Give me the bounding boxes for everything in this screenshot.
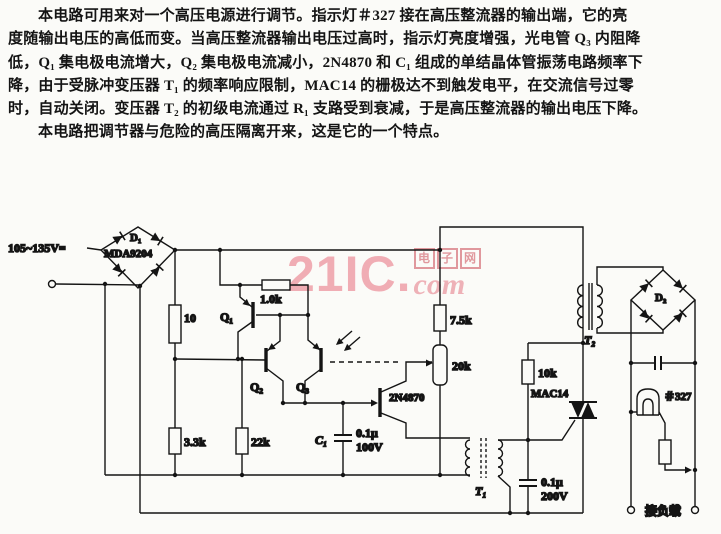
paragraph-line: 本电路把调节器与危险的高压隔离开来，这是它的一个特点。: [38, 124, 449, 141]
resistor-20k-label: 20k: [452, 359, 471, 373]
transistor-q1-stage: 1.0k Q₁: [174, 250, 311, 362]
load-terminal: [690, 505, 700, 515]
resistor-r1: [658, 411, 698, 475]
hv-output: ＃327 接负载: [626, 300, 700, 519]
indicator-lamp-327: ＃327: [628, 388, 693, 416]
q3-label: Q₃: [296, 380, 309, 394]
dc-rails: [105, 226, 584, 514]
phototransistor-q3: Q₃: [295, 315, 400, 406]
d2-label: D₂: [655, 292, 667, 304]
resistor-1k: [261, 279, 291, 291]
ac-terminal: [47, 279, 57, 289]
potentiometer-20k: 20k: [432, 331, 472, 478]
resistor-22k-label: 22k: [251, 435, 270, 449]
ujt-2n4870: 2N4870: [283, 358, 470, 439]
resistor-7k5-label: 7.5k: [450, 313, 472, 327]
description-paragraph: 本电路可用来对一个高压电源进行调节。指示灯＃327 接在高压整流器的输出端，它的…: [8, 5, 716, 145]
c2-value: 0.1μ: [541, 475, 563, 489]
c1-label: C₁: [315, 433, 327, 447]
load-label: 接负载: [645, 503, 681, 518]
t2-label: T₂: [584, 333, 596, 347]
c1-voltage: 100V: [356, 440, 383, 454]
resistor-3k3: 3.3k: [168, 356, 207, 478]
capacitor-c2: 0.1μ 200V: [519, 474, 569, 516]
ujt-label: 2N4870: [389, 392, 425, 404]
paragraph-line: 低，Q₁ 集电极电流增大，Q₂ 集电极电流减小，2N4870 和 C₁ 组成的单…: [8, 54, 643, 71]
bridge-rectifier-d2: D₂: [629, 269, 697, 331]
paragraph-line: 时，自动关闭。变压器 T₂ 的初级电流通过 R₁ 支路受到衰减，于是高压整流器的…: [8, 101, 648, 118]
circuit-schematic: 105~135V= D₁ MDA9204: [7, 226, 700, 519]
paragraph-line: 度随输出电压的高低而变。当高压整流器输出电压过高时，指示灯亮度增强，光电管 Q₃…: [8, 31, 641, 48]
c2-voltage: 200V: [541, 489, 568, 503]
t1-label: T₁: [475, 484, 487, 498]
bridge-rectifier-d1: D₁ MDA9204: [99, 226, 177, 290]
resistor-10: 10: [168, 250, 197, 359]
q2-label: Q₂: [250, 380, 263, 394]
triac-label: MAC14: [531, 388, 569, 400]
resistor-1k-label: 1.0k: [260, 292, 282, 306]
pulse-transformer-t1: T₁: [464, 419, 576, 516]
c1-value: 0.1μ: [356, 426, 378, 440]
light-arrows-icon: [333, 330, 361, 355]
q1-label: Q₁: [220, 310, 233, 324]
resistor-3k3-label: 3.3k: [184, 435, 206, 449]
resistor-22k: 22k: [235, 356, 271, 478]
resistor-10k-label: 10k: [538, 366, 557, 380]
paragraph-line: 本电路可用来对一个高压电源进行调节。指示灯＃327 接在高压整流器的输出端，它的…: [38, 8, 628, 24]
transformer-t2: T₂: [577, 266, 664, 348]
capacitor-c1: C₁ 0.1μ 100V: [314, 400, 384, 478]
resistor-7k5: 7.5k: [433, 250, 473, 332]
resistor-10k: 10k: [521, 340, 586, 480]
paragraph-line: 降，由于受脉冲变压器 T₁ 的频率响应限制，MAC14 的栅极达不到触发电平，在…: [8, 77, 634, 94]
lamp-label: ＃327: [664, 390, 692, 403]
load-terminal: [626, 505, 636, 515]
resistor-10-label: 10: [184, 311, 196, 325]
ac-input-label: 105~135V=: [8, 241, 66, 255]
transistor-q2: Q₂: [249, 315, 286, 406]
d1-label: D₁: [130, 232, 141, 244]
triac-mac14: MAC14: [530, 285, 597, 513]
d1-part-label: MDA9204: [104, 248, 153, 260]
ac-input: 105~135V=: [7, 240, 143, 513]
